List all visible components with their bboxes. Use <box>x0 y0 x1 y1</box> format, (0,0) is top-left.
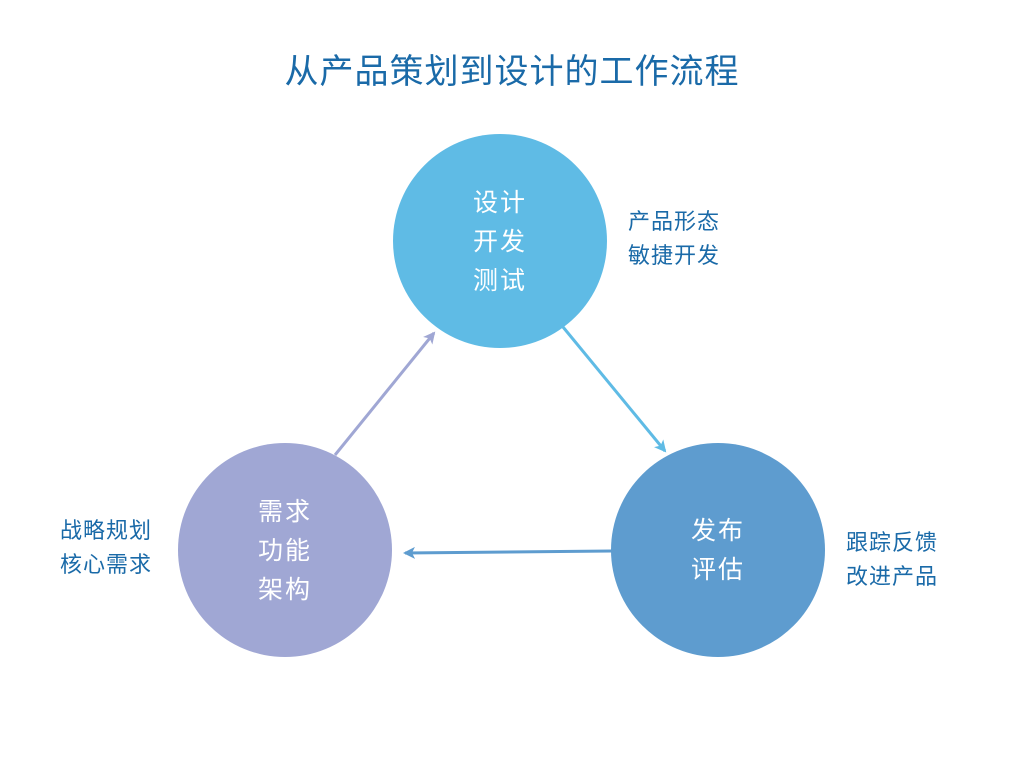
annotation-text: 敏捷开发 <box>628 244 721 269</box>
annotation-text: 战略规划 <box>60 519 153 544</box>
annotation-right: 跟踪反馈 改进产品 <box>846 527 938 595</box>
annotation-top: 产品形态 敏捷开发 <box>628 206 720 274</box>
node-text: 设计 <box>472 187 527 217</box>
annotation-left: 战略规划 核心需求 <box>60 515 152 583</box>
arrow-release-to-needs <box>403 546 613 559</box>
node-text: 架构 <box>257 574 312 604</box>
node-release-evaluate: 发布 评估 <box>611 443 825 657</box>
annotation-text: 核心需求 <box>60 553 153 578</box>
arrow-needs-to-design <box>333 331 436 456</box>
diagram-title: 从产品策划到设计的工作流程 <box>284 52 740 92</box>
node-text: 开发 <box>472 226 527 256</box>
node-text: 测试 <box>472 265 527 295</box>
node-requirements-function-architecture: 需求 功能 架构 <box>178 443 392 657</box>
node-text: 需求 <box>257 496 312 526</box>
node-design-develop-test: 设计 开发 测试 <box>393 134 607 348</box>
arrow-design-to-release <box>561 326 667 453</box>
node-text: 评估 <box>690 555 745 584</box>
annotation-text: 跟踪反馈 <box>846 531 939 556</box>
annotation-text: 改进产品 <box>846 565 939 590</box>
node-text: 发布 <box>690 516 745 545</box>
annotation-text: 产品形态 <box>628 210 721 235</box>
node-text: 功能 <box>257 535 312 565</box>
